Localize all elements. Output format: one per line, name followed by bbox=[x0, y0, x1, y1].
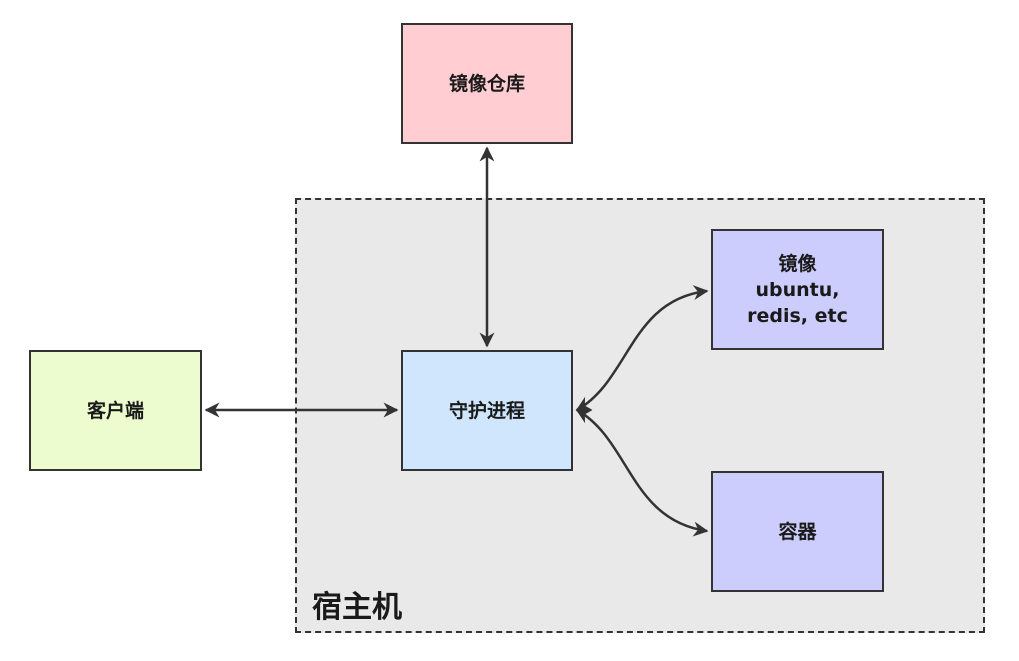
client-label: 客户端 bbox=[86, 399, 144, 422]
image-registry-node[interactable]: 镜像仓库 bbox=[401, 23, 573, 144]
client-node[interactable]: 客户端 bbox=[29, 350, 202, 471]
image-registry-label: 镜像仓库 bbox=[448, 72, 525, 95]
containers-label: 容器 bbox=[778, 520, 817, 543]
daemon-node[interactable]: 守护进程 bbox=[401, 350, 573, 471]
images-example-redis: redis, etc bbox=[747, 304, 848, 327]
daemon-label: 守护进程 bbox=[448, 399, 525, 422]
images-example-ubuntu: ubuntu, bbox=[755, 278, 840, 301]
host-machine-label: 宿主机 bbox=[312, 590, 402, 625]
images-node[interactable]: 镜像 ubuntu, redis, etc bbox=[711, 229, 884, 350]
images-label: 镜像 bbox=[778, 252, 817, 275]
containers-node[interactable]: 容器 bbox=[711, 471, 884, 592]
